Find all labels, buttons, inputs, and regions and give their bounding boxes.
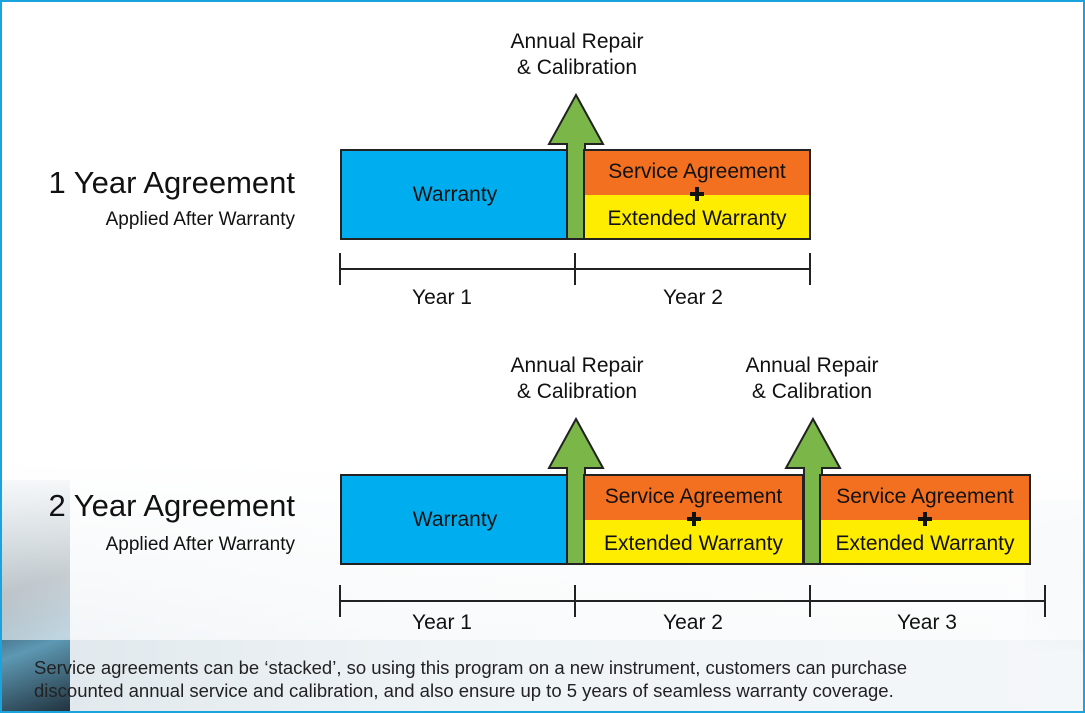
row2-service-block-1: Service Agreement Extended Warranty [583, 474, 804, 565]
row1-title: 1 Year Agreement [48, 165, 295, 200]
arrow-label-line2: & Calibration [751, 380, 873, 403]
timeline-tick [809, 253, 811, 285]
timeline-tick [1044, 585, 1046, 617]
timeline-tick [339, 585, 341, 617]
arrow-label-line1: Annual Repair [510, 30, 644, 53]
extended-warranty-label: Extended Warranty [585, 520, 802, 563]
row2-timeline [340, 600, 1046, 602]
row2-subtitle: Applied After Warranty [105, 534, 295, 555]
row1-year-1: Year 1 [412, 286, 472, 309]
caption-text: Service agreements can be ‘stacked’, so … [34, 656, 1064, 702]
warranty-label: Warranty [412, 507, 498, 531]
timeline-tick [574, 585, 576, 617]
timeline-tick [574, 253, 576, 285]
extended-warranty-label: Extended Warranty [585, 195, 809, 238]
service-agreement-label: Service Agreement [585, 476, 802, 520]
plus-icon [690, 187, 704, 201]
row2-year-3: Year 3 [897, 611, 957, 634]
row2-title: 2 Year Agreement [48, 488, 295, 523]
plus-icon [686, 512, 701, 526]
row1-service-block: Service Agreement Extended Warranty [583, 149, 811, 240]
row2-year-2: Year 2 [663, 611, 723, 634]
row1-subtitle: Applied After Warranty [105, 209, 295, 230]
timeline-tick [809, 585, 811, 617]
caption-line-2: discounted annual service and calibratio… [34, 680, 894, 701]
arrow-label-line1: Annual Repair [510, 354, 644, 377]
row1-warranty-box: Warranty [340, 149, 570, 240]
caption-line-1: Service agreements can be ‘stacked’, so … [34, 657, 908, 678]
row2-service-block-2: Service Agreement Extended Warranty [819, 474, 1031, 565]
row2-arrow-label-1: Annual Repair & Calibration [492, 353, 662, 405]
extended-warranty-label: Extended Warranty [821, 520, 1029, 563]
row2-arrow-label-2: Annual Repair & Calibration [727, 353, 897, 405]
arrow-label-line2: & Calibration [516, 56, 638, 79]
arrow-label-line2: & Calibration [516, 380, 638, 403]
row1-arrow-label: Annual Repair & Calibration [492, 29, 662, 81]
warranty-label: Warranty [412, 182, 498, 206]
row2-warranty-box: Warranty [340, 474, 570, 565]
row1-year-2: Year 2 [663, 286, 723, 309]
arrow-label-line1: Annual Repair [745, 354, 879, 377]
timeline-tick [339, 253, 341, 285]
plus-icon [918, 512, 932, 526]
row2-year-1: Year 1 [412, 611, 472, 634]
